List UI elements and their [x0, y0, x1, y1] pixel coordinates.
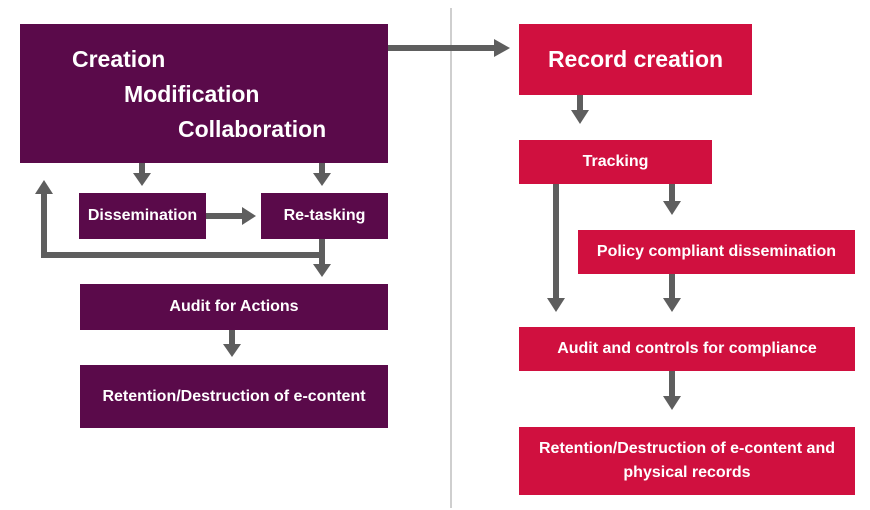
- retention-physical-label-line1: Retention/Destruction of e-content and: [539, 440, 835, 457]
- policy-dissemination-box: Policy compliant dissemination: [578, 230, 855, 274]
- audit-controls-box: Audit and controls for compliance: [519, 327, 855, 371]
- collaboration-label: Collaboration: [178, 116, 327, 142]
- audit-controls-label: Audit and controls for compliance: [557, 340, 817, 357]
- policy-dissemination-label: Policy compliant dissemination: [596, 243, 837, 260]
- arrowhead-loop-back: [35, 180, 53, 194]
- retasking-label: Re-tasking: [283, 207, 366, 224]
- audit-for-actions-box: Audit for Actions: [80, 284, 388, 330]
- arrowhead-policy: [663, 201, 681, 215]
- arrowhead-retention-econtent: [223, 344, 241, 357]
- arrowhead-retention-physical: [663, 396, 681, 410]
- dissemination-label: Dissemination: [87, 207, 198, 224]
- retention-econtent-label: Retention/Destruction of e-content: [102, 387, 366, 405]
- modification-label: Modification: [124, 81, 260, 107]
- column-divider: [450, 8, 452, 508]
- audit-for-actions-label: Audit for Actions: [169, 298, 299, 315]
- arrowhead-tracking: [571, 110, 589, 124]
- arrowhead-retasking: [313, 173, 331, 186]
- arrowhead-policy-to-audit: [663, 298, 681, 312]
- arrowhead-tracking-to-audit: [547, 298, 565, 312]
- retention-econtent-box: Retention/Destruction of e-content: [80, 365, 388, 428]
- creation-label: Creation: [72, 46, 166, 72]
- arrow-loop-back-to-creation: [41, 194, 322, 258]
- arrowhead-audit-actions: [313, 264, 331, 277]
- arrowhead-record-creation: [494, 39, 510, 57]
- tracking-label: Tracking: [582, 153, 649, 170]
- retention-physical-box: Retention/Destruction of e-content and p…: [519, 427, 855, 495]
- creation-modification-collaboration-box: Creation Modification Collaboration: [20, 24, 388, 163]
- dissemination-box: Dissemination: [79, 193, 206, 239]
- retasking-box: Re-tasking: [261, 193, 388, 239]
- record-creation-box: Record creation: [519, 24, 752, 95]
- arrowhead-dissemination-to-retasking: [242, 207, 256, 225]
- record-creation-label: Record creation: [547, 46, 724, 72]
- tracking-box: Tracking: [519, 140, 712, 184]
- arrowhead-dissemination: [133, 173, 151, 186]
- retention-physical-label-line2: physical records: [623, 464, 751, 481]
